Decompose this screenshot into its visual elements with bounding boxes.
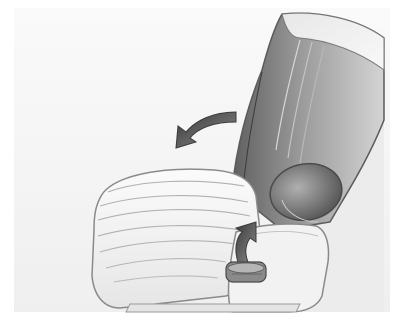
recline-handwheel [226, 262, 266, 282]
seat-base [126, 304, 300, 312]
